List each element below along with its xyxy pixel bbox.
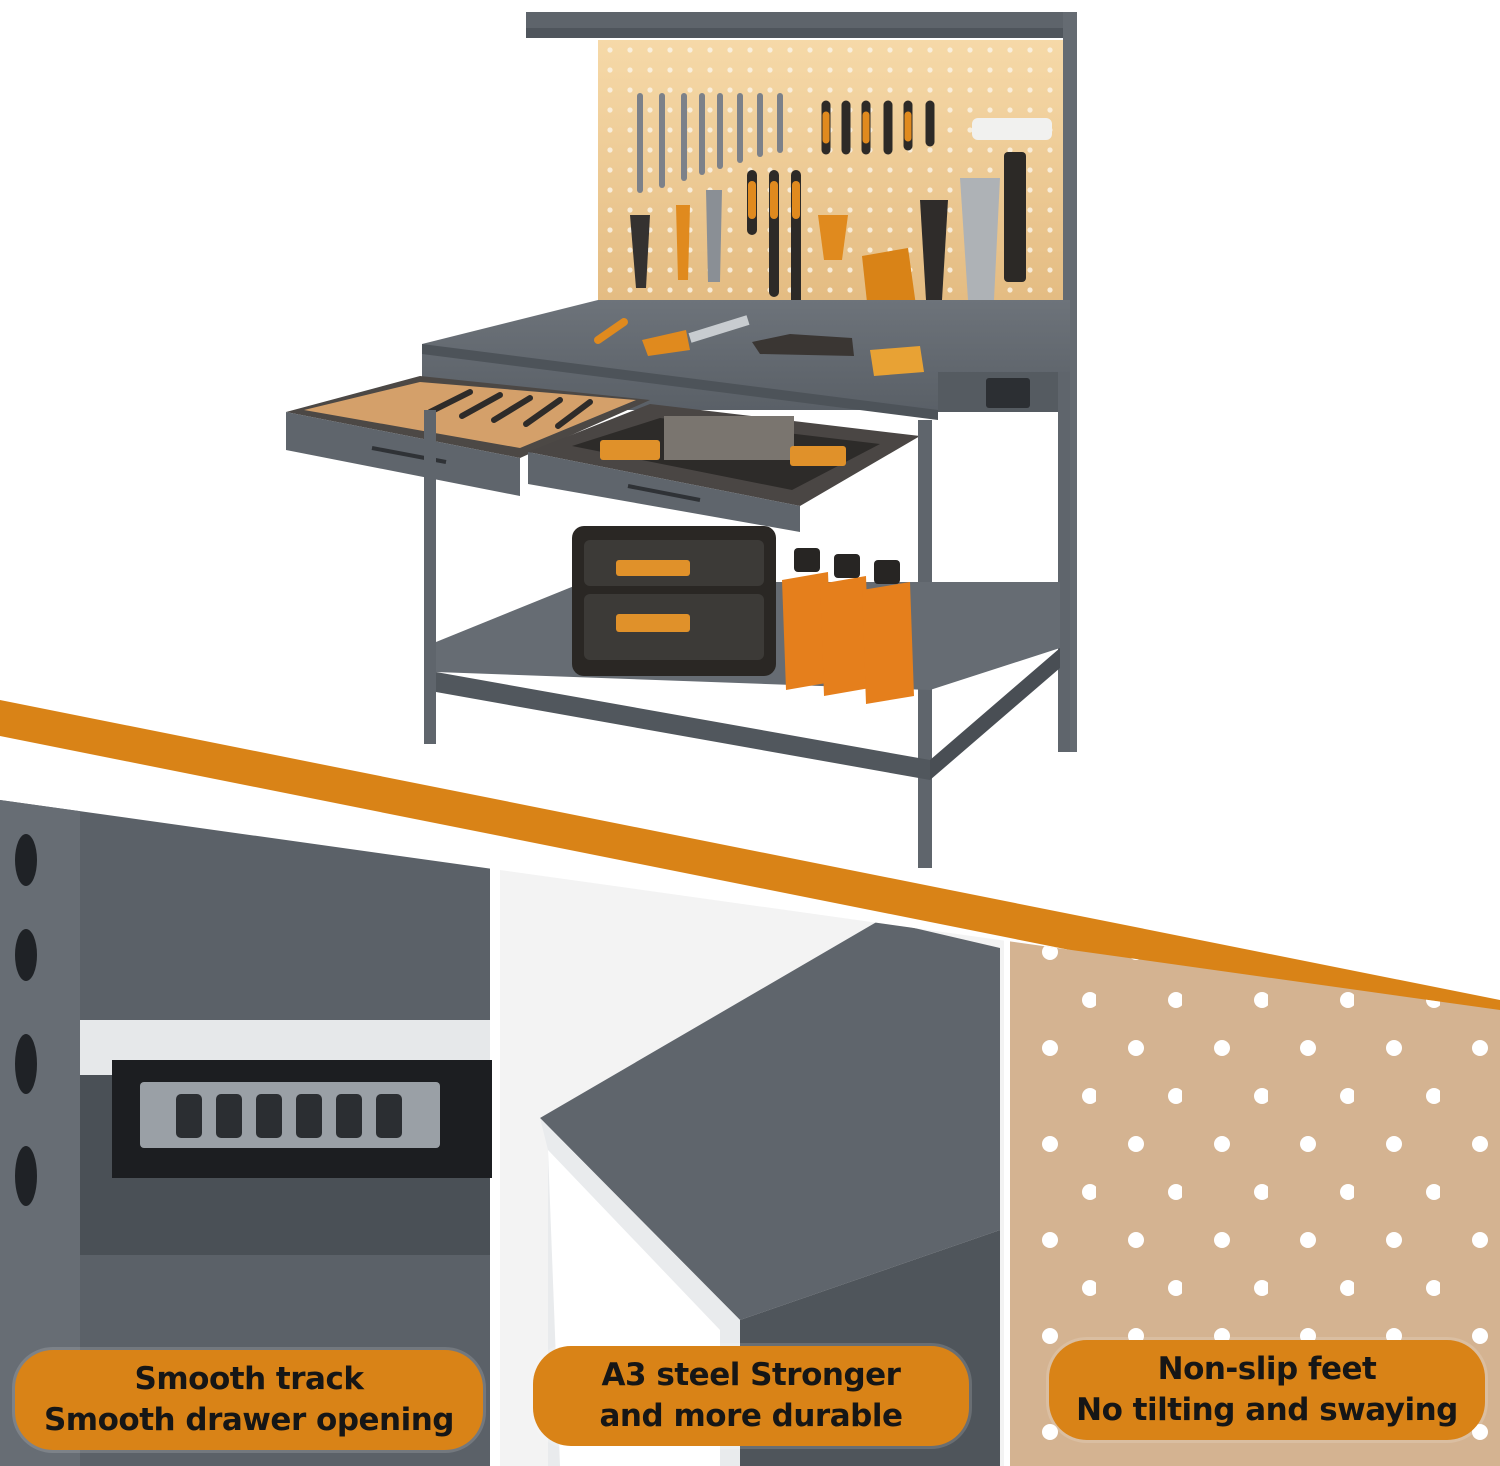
feature-badge-non-slip-feet: Non-slip feet No tilting and swaying [1049,1340,1485,1440]
feature-badge-a3-steel: A3 steel Stronger and more durable [533,1346,969,1446]
feature-title: Non-slip feet [1157,1351,1377,1387]
feature-subtitle: No tilting and swaying [1076,1392,1458,1428]
worktop [422,300,1070,420]
feature-title: A3 steel Stronger [601,1357,901,1393]
feature-title: Smooth track [134,1361,364,1397]
feature-badge-smooth-track: Smooth track Smooth drawer opening [15,1350,483,1450]
feature-subtitle: and more durable [599,1398,903,1434]
storage-boxes [572,526,776,676]
feature-subtitle: Smooth drawer opening [43,1402,455,1438]
oil-bottles [782,548,914,704]
